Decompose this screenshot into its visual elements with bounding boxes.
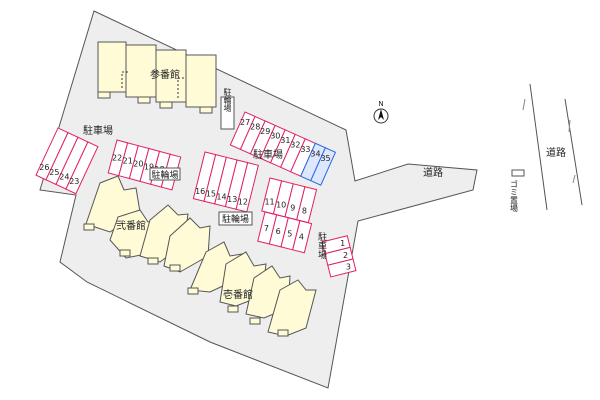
garbage-station-box xyxy=(511,169,525,177)
road-label-2: 道路 xyxy=(546,146,566,159)
building-1 xyxy=(187,241,317,337)
parking-row-26-23: 26 25 24 23 xyxy=(35,127,99,195)
parking-space-9: 9 xyxy=(290,203,295,212)
parking-space-26: 26 xyxy=(39,163,49,172)
parking-space-12: 12 xyxy=(238,198,248,207)
parking-space-13: 13 xyxy=(227,195,237,204)
parking-label-top: 駐車場 xyxy=(83,124,113,137)
parking-space-23: 23 xyxy=(69,177,79,186)
parking-row-16-12: 16 15 14 13 12 xyxy=(192,151,259,213)
parking-space-21: 21 xyxy=(123,157,133,166)
svg-text:27: 27 xyxy=(240,118,250,127)
parking-space-19: 19 xyxy=(144,162,154,171)
parking-space-16: 16 xyxy=(195,187,205,196)
parking-space-1: 1 xyxy=(340,239,345,248)
parking-row-11-8: 11 10 9 8 xyxy=(261,177,318,224)
svg-text:29: 29 xyxy=(260,127,270,136)
svg-text:33: 33 xyxy=(300,145,310,154)
svg-text:32: 32 xyxy=(290,141,300,150)
parking-space-22: 22 xyxy=(112,154,122,163)
building-1-label: 壱番館 xyxy=(223,288,253,301)
parking-row-7-4: 7 6 5 4 xyxy=(257,211,313,254)
parking-space-3: 3 xyxy=(346,262,351,271)
bike-parking-box-1 xyxy=(220,96,235,130)
parking-space-14: 14 xyxy=(216,192,226,201)
road-label-1: 道路 xyxy=(423,166,443,179)
parking-space-25: 25 xyxy=(49,168,59,177)
parking-row-1-3: 1 2 3 xyxy=(321,235,357,278)
parking-space-4: 4 xyxy=(299,233,304,242)
parking-space-7: 7 xyxy=(264,224,269,233)
north-compass-icon: N xyxy=(373,100,389,124)
garbage-station-label: ゴミ置場 xyxy=(510,179,519,213)
site-lot xyxy=(39,10,478,389)
parking-space-15: 15 xyxy=(206,190,216,199)
parking-space-6: 6 xyxy=(276,227,281,236)
svg-text:28: 28 xyxy=(250,123,260,132)
building-2-label: 弐番館 xyxy=(116,219,146,232)
parking-space-24: 24 xyxy=(59,172,69,181)
parking-space-2: 2 xyxy=(343,251,348,260)
road-outline xyxy=(529,83,583,211)
parking-space-20: 20 xyxy=(133,159,143,168)
bike-parking-label-2: 駐輪場 xyxy=(151,169,178,181)
svg-text:35: 35 xyxy=(320,154,330,163)
svg-text:30: 30 xyxy=(270,132,280,141)
parking-space-11: 11 xyxy=(264,198,274,207)
bike-parking-box-2 xyxy=(149,167,181,181)
parking-space-35 xyxy=(310,147,337,186)
road-curb-lines xyxy=(522,98,576,184)
svg-text:34: 34 xyxy=(310,150,320,159)
building-3-stairs xyxy=(121,71,184,98)
parking-label-center: 駐車場 xyxy=(253,148,283,161)
parking-space-5: 5 xyxy=(287,230,292,239)
parking-space-8: 8 xyxy=(302,206,307,215)
building-3 xyxy=(97,41,217,114)
parking-row-22-17: 22 21 20 19 18 17 xyxy=(107,139,182,191)
svg-text:31: 31 xyxy=(280,136,290,145)
bike-parking-box-3 xyxy=(218,211,253,226)
svg-text:N: N xyxy=(378,100,383,108)
building-2 xyxy=(83,175,211,273)
bike-parking-label-1: 駐輪場 xyxy=(223,87,232,113)
building-3-label: 参番館 xyxy=(150,68,180,81)
parking-space-10: 10 xyxy=(276,201,286,210)
parking-label-east: 駐車場 xyxy=(316,231,327,260)
bike-parking-label-3: 駐輪場 xyxy=(222,213,249,225)
parking-row-27-35: 27 28 29 30 31 32 33 34 35 xyxy=(229,111,337,186)
